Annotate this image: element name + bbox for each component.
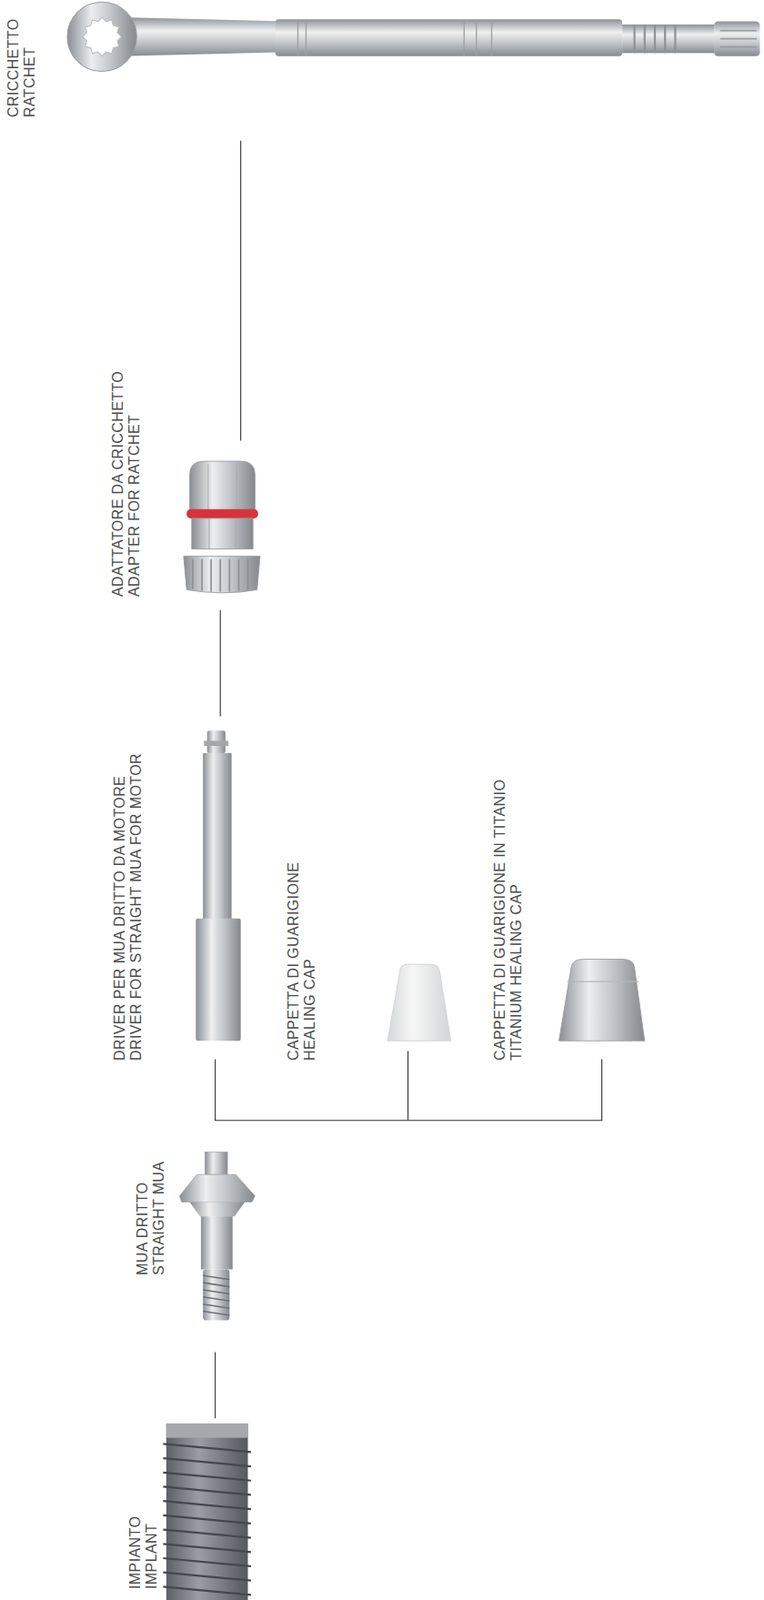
implant-thread <box>162 1472 251 1481</box>
titanium-cap-figure <box>559 959 645 1042</box>
part-label: MUA DRITTO <box>134 1161 151 1276</box>
implant-thread <box>162 1558 251 1567</box>
part-label-group: MUA DRITTOSTRAIGHT MUA <box>134 1161 168 1276</box>
implant-thread <box>162 1457 251 1467</box>
part-label-group: DRIVER PER MUA DRITTO DA MOTOREDRIVER FO… <box>111 753 145 1061</box>
driver-figure <box>195 730 241 1041</box>
part-label-group: IMPIANTOIMPLANT <box>127 1516 161 1589</box>
part-label-group: CAPPETTA DI GUARIGIONEHEALING CAP <box>285 862 319 1061</box>
part-label: CAPPETTA DI GUARIGIONE IN TITANIO <box>492 779 509 1061</box>
implant-figure <box>162 1423 251 1600</box>
part-label-group: ADATTATORE DA CRICCHETTOADAPTER FOR RATC… <box>110 371 143 597</box>
part-label-group: CRICCHETTORATCHET <box>5 18 39 118</box>
part-label: DRIVER FOR STRAIGHT MUA FOR MOTOR <box>128 753 145 1061</box>
part-label: IMPIANTO <box>127 1516 144 1589</box>
implant-thread <box>162 1572 251 1581</box>
implant-thread <box>162 1500 251 1509</box>
part-label: DRIVER PER MUA DRITTO DA MOTORE <box>111 753 129 1061</box>
implant-thread <box>162 1543 251 1552</box>
adapter-figure <box>183 461 261 594</box>
part-label: TITANIUM HEALING CAP <box>508 779 525 1061</box>
part-label: IMPLANT <box>143 1516 161 1589</box>
implant-thread <box>162 1529 251 1539</box>
part-label: STRAIGHT MUA <box>150 1161 168 1276</box>
part-label: CRICCHETTO <box>5 18 22 118</box>
implant-thread <box>162 1515 251 1524</box>
implant-thread <box>162 1486 251 1495</box>
part-label: ADATTATORE DA CRICCHETTO <box>110 371 127 597</box>
implant-thread <box>162 1586 251 1595</box>
leader-line <box>215 140 603 1419</box>
part-label: ADAPTER FOR RATCHET <box>126 371 143 597</box>
part-label: HEALING CAP <box>301 862 319 1061</box>
part-label: RATCHET <box>21 18 39 118</box>
mua-figure <box>179 1152 255 1321</box>
implant-thread <box>162 1443 251 1452</box>
healing-cap-figure <box>387 964 452 1041</box>
ratchet-figure <box>67 1 760 71</box>
part-label-group: CAPPETTA DI GUARIGIONE IN TITANIOTITANIU… <box>492 779 525 1061</box>
part-label: CAPPETTA DI GUARIGIONE <box>285 862 302 1061</box>
